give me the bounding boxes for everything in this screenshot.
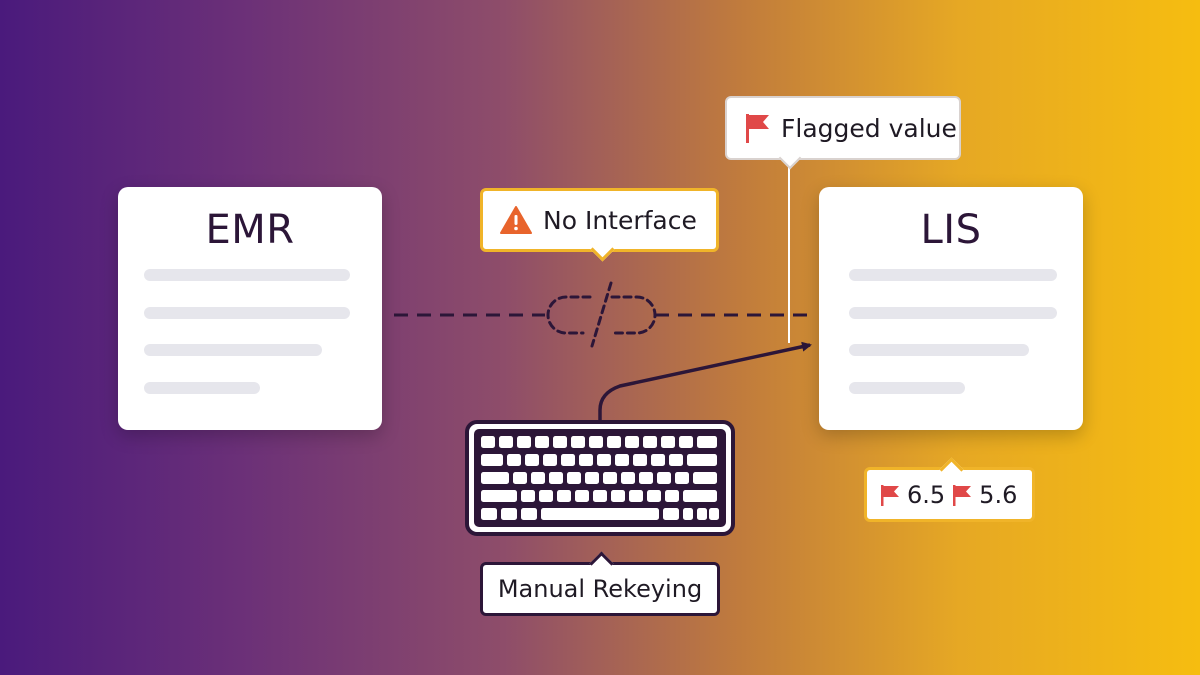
keyboard-key xyxy=(481,490,517,502)
emr-card-title: EMR xyxy=(205,207,295,253)
keyboard-key xyxy=(535,436,549,448)
keyboard-key xyxy=(665,490,679,502)
lis-card: LIS xyxy=(819,187,1083,430)
keyboard-key xyxy=(621,472,635,484)
keyboard-key xyxy=(557,490,571,502)
keyboard-key xyxy=(507,454,521,466)
placeholder-line xyxy=(849,344,1029,356)
keyboard-key xyxy=(669,454,683,466)
flagged-value-label: Flagged value xyxy=(781,113,957,143)
keyboard-key xyxy=(683,490,717,502)
keyboard-key xyxy=(611,490,625,502)
placeholder-line xyxy=(849,382,965,394)
warning-icon xyxy=(499,205,533,235)
keyboard-key xyxy=(597,454,611,466)
keyboard-key xyxy=(607,436,621,448)
keyboard-key xyxy=(517,436,531,448)
keyboard-key xyxy=(693,472,717,484)
flagged-value-callout: Flagged value xyxy=(725,96,961,170)
keyboard-key xyxy=(501,508,517,520)
keyboard-key xyxy=(521,508,537,520)
keyboard-icon xyxy=(465,420,735,536)
keyboard-key xyxy=(697,508,707,520)
keyboard-key xyxy=(575,490,589,502)
keyboard-key xyxy=(679,436,693,448)
flag-icon xyxy=(879,483,901,507)
keyboard-key xyxy=(593,490,607,502)
keyboard-key xyxy=(633,454,647,466)
keyboard-key xyxy=(683,508,693,520)
keyboard-key xyxy=(539,490,553,502)
keyboard-key xyxy=(579,454,593,466)
keyboard-key xyxy=(553,436,567,448)
keyboard-key xyxy=(531,472,545,484)
placeholder-line xyxy=(849,307,1057,319)
keyboard-key xyxy=(625,436,639,448)
keyboard-key xyxy=(525,454,539,466)
keyboard-key xyxy=(675,472,689,484)
no-interface-callout: No Interface xyxy=(480,188,719,262)
keyboard-key xyxy=(521,490,535,502)
placeholder-line xyxy=(144,307,350,319)
keyboard-key xyxy=(499,436,513,448)
flagged-values-callout: 6.5 5.6 xyxy=(864,457,1035,522)
no-interface-label: No Interface xyxy=(543,205,697,235)
flag-icon xyxy=(951,483,973,507)
keyboard-key xyxy=(543,454,557,466)
keyboard-key xyxy=(657,472,671,484)
emr-card: EMR xyxy=(118,187,382,430)
keyboard-key xyxy=(585,472,599,484)
keyboard-key xyxy=(481,472,509,484)
keyboard-key xyxy=(663,508,679,520)
keyboard-key xyxy=(561,454,575,466)
keyboard-key xyxy=(615,454,629,466)
keyboard-key xyxy=(571,436,585,448)
keyboard-key xyxy=(647,490,661,502)
keyboard-key xyxy=(661,436,675,448)
keyboard-key xyxy=(629,490,643,502)
keyboard-key xyxy=(481,454,503,466)
keyboard-key xyxy=(603,472,617,484)
keyboard-key xyxy=(687,454,717,466)
broken-link-icon xyxy=(546,281,657,348)
flag-icon xyxy=(743,112,771,144)
keyboard-key xyxy=(549,472,563,484)
keyboard-key xyxy=(651,454,665,466)
keyboard-key xyxy=(567,472,581,484)
keyboard-key xyxy=(697,436,717,448)
placeholder-line xyxy=(144,382,260,394)
placeholder-line xyxy=(849,269,1057,281)
flagged-value-2: 5.6 xyxy=(979,480,1018,509)
placeholder-line xyxy=(144,269,350,281)
manual-rekeying-label: Manual Rekeying xyxy=(497,575,703,603)
keyboard-key xyxy=(541,508,659,520)
manual-rekeying-callout: Manual Rekeying xyxy=(480,551,720,616)
keyboard-key xyxy=(709,508,719,520)
keyboard-key xyxy=(513,472,527,484)
lis-card-title: LIS xyxy=(920,207,982,253)
keyboard-key xyxy=(589,436,603,448)
rekey-arrow xyxy=(598,341,812,424)
keyboard-key xyxy=(481,508,497,520)
flagged-value-1: 6.5 xyxy=(907,480,946,509)
keyboard-key xyxy=(643,436,657,448)
keyboard-key xyxy=(639,472,653,484)
keyboard-key xyxy=(481,436,495,448)
placeholder-line xyxy=(144,344,322,356)
